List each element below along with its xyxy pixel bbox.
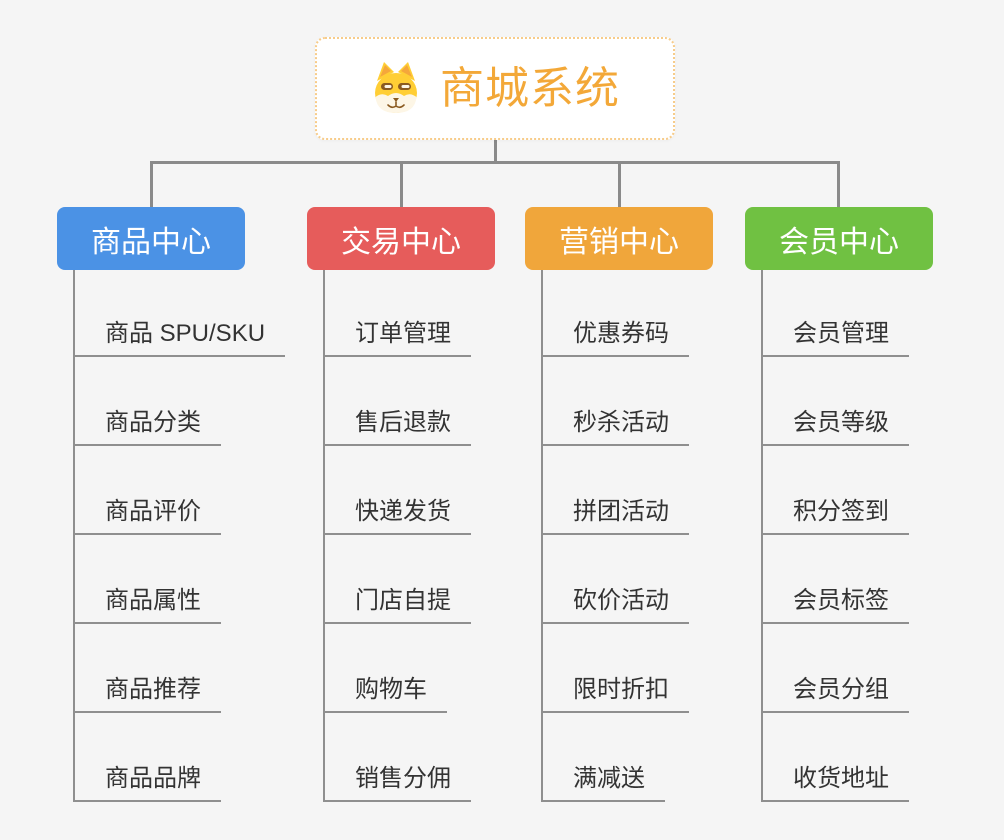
branch-vline xyxy=(541,270,543,802)
leaf-node[interactable]: 售后退款 xyxy=(323,409,471,446)
leaf-node[interactable]: 快递发货 xyxy=(323,498,471,535)
root-title: 商城系统 xyxy=(440,63,620,113)
leaf-node[interactable]: 会员等级 xyxy=(761,409,909,446)
connector-drop-1 xyxy=(150,161,153,207)
leaf-list: 商品 SPU/SKU 商品分类 商品评价 商品属性 商品推荐 商品品牌 xyxy=(57,268,286,802)
leaf-node[interactable]: 商品属性 xyxy=(73,587,221,624)
branch-product-center: 商品中心 商品 SPU/SKU 商品分类 商品评价 商品属性 商品推荐 商品品牌 xyxy=(57,207,286,802)
root-node[interactable]: 商城系统 xyxy=(315,37,675,140)
leaf-list: 订单管理 售后退款 快递发货 门店自提 购物车 销售分佣 xyxy=(307,268,495,802)
leaf-list: 会员管理 会员等级 积分签到 会员标签 会员分组 收货地址 xyxy=(745,268,933,802)
leaf-node[interactable]: 拼团活动 xyxy=(541,498,689,535)
leaf-node[interactable]: 商品品牌 xyxy=(73,765,221,802)
leaf-node[interactable]: 收货地址 xyxy=(761,765,909,802)
branch-trade-center: 交易中心 订单管理 售后退款 快递发货 门店自提 购物车 销售分佣 xyxy=(307,207,495,802)
leaf-node[interactable]: 秒杀活动 xyxy=(541,409,689,446)
leaf-node[interactable]: 门店自提 xyxy=(323,587,471,624)
branch-marketing-center: 营销中心 优惠券码 秒杀活动 拼团活动 砍价活动 限时折扣 满减送 xyxy=(525,207,713,802)
leaf-node[interactable]: 砍价活动 xyxy=(541,587,689,624)
branch-node-marketing-center[interactable]: 营销中心 xyxy=(525,207,713,270)
branch-member-center: 会员中心 会员管理 会员等级 积分签到 会员标签 会员分组 收货地址 xyxy=(745,207,933,802)
leaf-node[interactable]: 订单管理 xyxy=(323,320,471,357)
connector-drop-3 xyxy=(618,161,621,207)
branch-vline xyxy=(73,270,75,802)
connector-drop-2 xyxy=(400,161,403,207)
branch-node-product-center[interactable]: 商品中心 xyxy=(57,207,245,270)
leaf-node[interactable]: 商品分类 xyxy=(73,409,221,446)
connector-trunk xyxy=(150,161,840,164)
branch-vline xyxy=(761,270,763,802)
connector-drop-4 xyxy=(837,161,840,207)
leaf-node[interactable]: 商品推荐 xyxy=(73,676,221,713)
leaf-node[interactable]: 商品 SPU/SKU xyxy=(73,320,286,357)
leaf-node[interactable]: 会员管理 xyxy=(761,320,909,357)
leaf-list: 优惠券码 秒杀活动 拼团活动 砍价活动 限时折扣 满减送 xyxy=(525,268,713,802)
leaf-node[interactable]: 限时折扣 xyxy=(541,676,689,713)
dog-face-icon xyxy=(375,61,417,113)
leaf-node[interactable]: 商品评价 xyxy=(73,498,221,535)
leaf-node[interactable]: 满减送 xyxy=(541,765,665,802)
leaf-node[interactable]: 优惠券码 xyxy=(541,320,689,357)
branch-vline xyxy=(323,270,325,802)
branch-node-member-center[interactable]: 会员中心 xyxy=(745,207,933,270)
branch-node-trade-center[interactable]: 交易中心 xyxy=(307,207,495,270)
leaf-node[interactable]: 积分签到 xyxy=(761,498,909,535)
leaf-node[interactable]: 会员分组 xyxy=(761,676,909,713)
leaf-node[interactable]: 会员标签 xyxy=(761,587,909,624)
leaf-node[interactable]: 销售分佣 xyxy=(323,765,471,802)
connector-root-stub xyxy=(494,140,497,164)
leaf-node[interactable]: 购物车 xyxy=(323,676,447,713)
